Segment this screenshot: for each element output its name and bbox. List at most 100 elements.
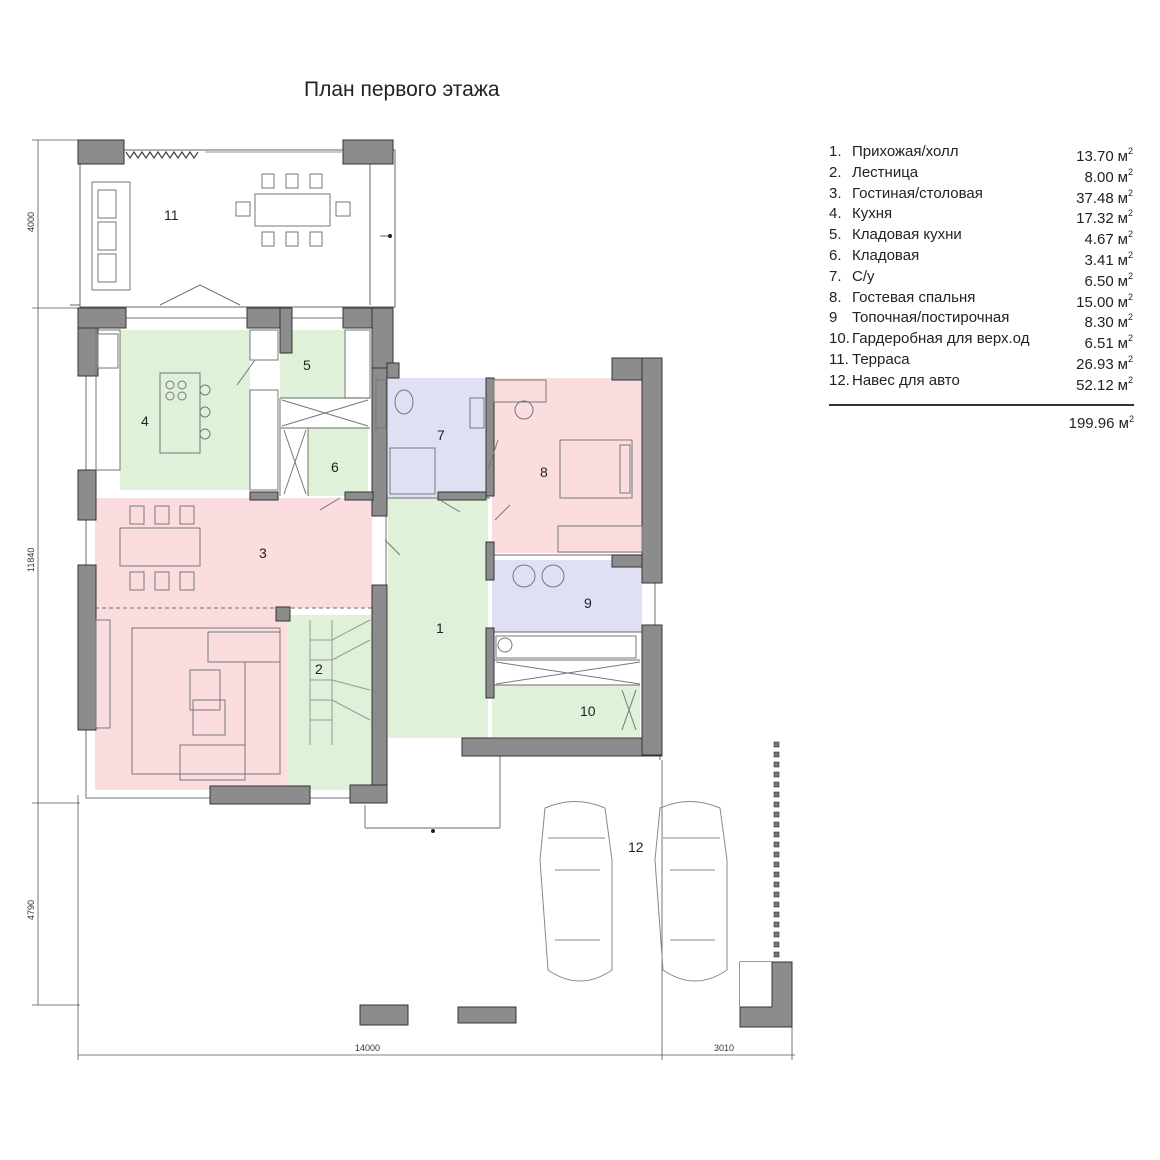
legend-area-value: 3.41 <box>1084 251 1114 269</box>
legend-area-unit: м <box>1117 148 1128 165</box>
legend-num: 1. <box>829 143 842 160</box>
legend-num: 12. <box>829 371 850 389</box>
legend-area-value: 26.93 <box>1076 355 1114 373</box>
legend-total: 199.96 м2 <box>1069 414 1134 432</box>
legend-num: 10. <box>829 330 850 348</box>
legend-area-exp: 2 <box>1127 249 1133 260</box>
legend-area-exp: 2 <box>1127 312 1133 323</box>
terrace-railing <box>125 150 343 160</box>
legend-num: 9 <box>829 309 838 327</box>
legend-num: 7. <box>829 267 842 285</box>
dim-house-depth: 11840 <box>26 548 36 572</box>
car-right <box>654 801 728 982</box>
label-room-5: 5 <box>303 357 311 373</box>
room-guest-bedroom <box>492 378 642 553</box>
room-hall <box>388 498 488 738</box>
legend-area-exp: 2 <box>1127 333 1133 344</box>
legend-room-name: Гардеробная для верх.од <box>852 330 1030 348</box>
legend-room-name: Топочная/постирочная <box>852 309 1010 327</box>
room-living-lounge <box>95 608 287 790</box>
legend-area-exp: 2 <box>1127 291 1133 302</box>
legend-area-value: 4.67 <box>1084 231 1114 249</box>
legend-area-value: 13.70 <box>1076 148 1114 165</box>
legend-area-unit: м <box>1117 335 1128 353</box>
legend-num: 5. <box>829 226 842 244</box>
room-kitchen <box>120 330 250 490</box>
toilet <box>394 389 414 415</box>
legend-area-value: 37.48 <box>1076 189 1114 207</box>
label-room-7: 7 <box>437 427 445 443</box>
legend-area-value: 6.51 <box>1084 335 1114 353</box>
label-room-9: 9 <box>584 595 592 611</box>
legend-room-name: Гостиная/столовая <box>852 184 983 202</box>
legend-area-unit: м <box>1117 314 1128 332</box>
legend-area-unit: м <box>1117 189 1128 207</box>
legend-area-unit: м <box>1117 376 1128 394</box>
legend-area-value: 6.50 <box>1084 272 1114 290</box>
legend-room-name: Кладовая кухни <box>852 226 962 244</box>
label-room-6: 6 <box>331 459 339 475</box>
room-wardrobe <box>492 685 640 737</box>
legend-area-unit: м <box>1117 168 1128 186</box>
legend-room-name: С/у <box>852 267 875 285</box>
label-room-8: 8 <box>540 464 548 480</box>
legend-room-name: Прихожая/холл <box>852 143 959 160</box>
legend-area-exp: 2 <box>1127 166 1133 177</box>
legend-area-unit: м <box>1117 272 1128 290</box>
carport-posts <box>773 741 780 958</box>
legend-total-unit: м <box>1118 415 1129 432</box>
legend-divider <box>829 404 1134 406</box>
dining-table <box>119 527 201 567</box>
label-room-10: 10 <box>580 703 596 719</box>
legend-area-value: 8.30 <box>1084 314 1114 332</box>
room-storage <box>308 428 368 496</box>
legend-area-value: 52.12 <box>1076 376 1114 394</box>
legend-area-unit: м <box>1117 293 1128 311</box>
legend-area-unit: м <box>1117 251 1128 269</box>
dim-carport-depth: 4790 <box>26 900 36 920</box>
legend-area-exp: 2 <box>1127 187 1133 198</box>
legend-area-exp: 2 <box>1127 229 1133 240</box>
legend-area-exp: 2 <box>1127 208 1133 219</box>
legend-num: 3. <box>829 184 842 202</box>
legend-total-exp: 2 <box>1128 414 1134 424</box>
terrace-table <box>254 193 331 227</box>
legend-num: 2. <box>829 163 842 181</box>
legend-area-unit: м <box>1117 231 1128 249</box>
plan-title: План первого этажа <box>304 78 500 101</box>
label-room-1: 1 <box>436 620 444 636</box>
legend-room-name: Кухня <box>852 205 893 223</box>
room-boiler-laundry <box>492 560 642 632</box>
label-room-12: 12 <box>628 839 644 855</box>
terrace-sofa <box>91 181 131 291</box>
legend-area-value: 8.00 <box>1084 168 1114 186</box>
legend-room-name: Терраса <box>852 350 910 368</box>
legend-num: 8. <box>829 288 842 306</box>
dim-house-width: 14000 <box>355 1043 380 1053</box>
legend-area-unit: м <box>1117 210 1128 228</box>
bed <box>559 439 633 499</box>
car-left <box>539 801 613 982</box>
terrace-outline <box>79 149 396 308</box>
legend-room-name: Кладовая <box>852 246 920 264</box>
